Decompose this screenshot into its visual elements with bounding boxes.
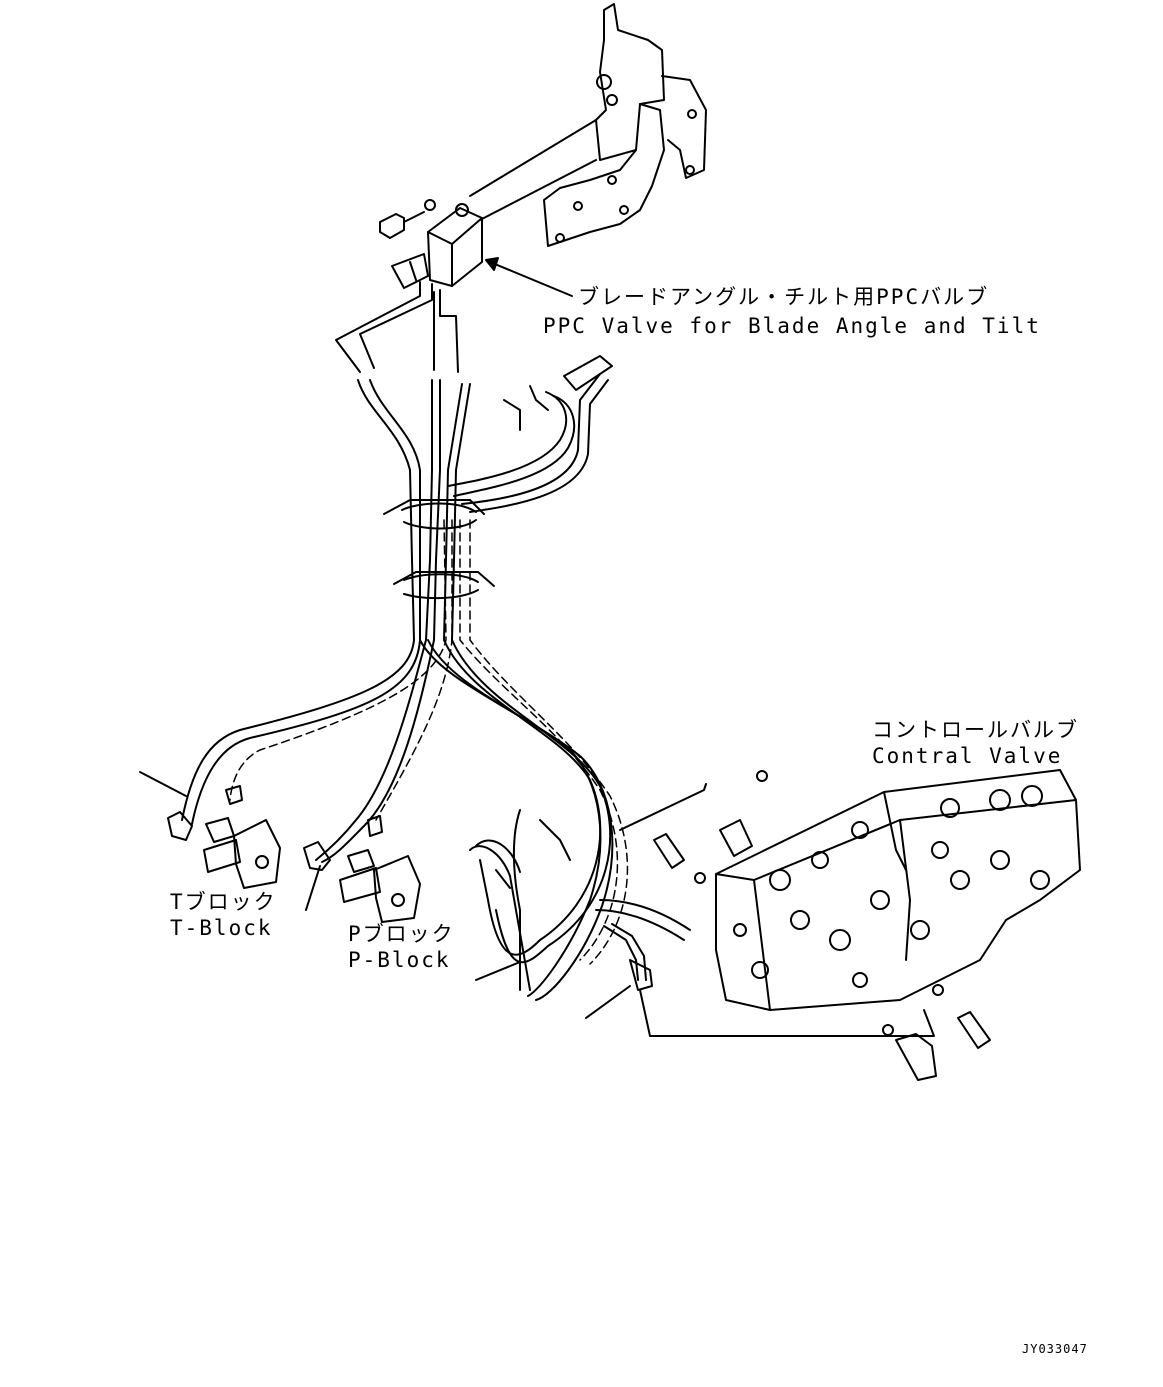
ppc-valve-label-jp: ブレードアングル・チルト用PPCバルブ [578, 285, 990, 309]
ppc-valve-label-en: PPC Valve for Blade Angle and Tilt [543, 314, 1041, 338]
p-block-label-en: P-Block [348, 948, 451, 972]
control-valve-label-jp: コントロールバルブ [872, 718, 1079, 742]
lower-hoses [469, 819, 935, 1037]
control-valve-label-en: Contral Valve [872, 744, 1063, 768]
t-block-label-en: T-Block [170, 916, 273, 940]
p-block-label-jp: Pブロック [348, 922, 455, 946]
drawing-code: JY033047 [1022, 1342, 1088, 1356]
ppc-valve [335, 199, 483, 373]
p-block [303, 815, 421, 923]
t-block [139, 771, 281, 889]
leader-lines [619, 783, 707, 831]
lever-bracket [469, 3, 707, 247]
t-block-label-jp: Tブロック [170, 890, 277, 914]
hose-bundle [181, 379, 614, 1001]
control-valve [653, 769, 1081, 1081]
hose-clamps [383, 499, 495, 600]
ppc-valve-leader [485, 257, 573, 297]
upper-right-hoses [447, 355, 613, 513]
